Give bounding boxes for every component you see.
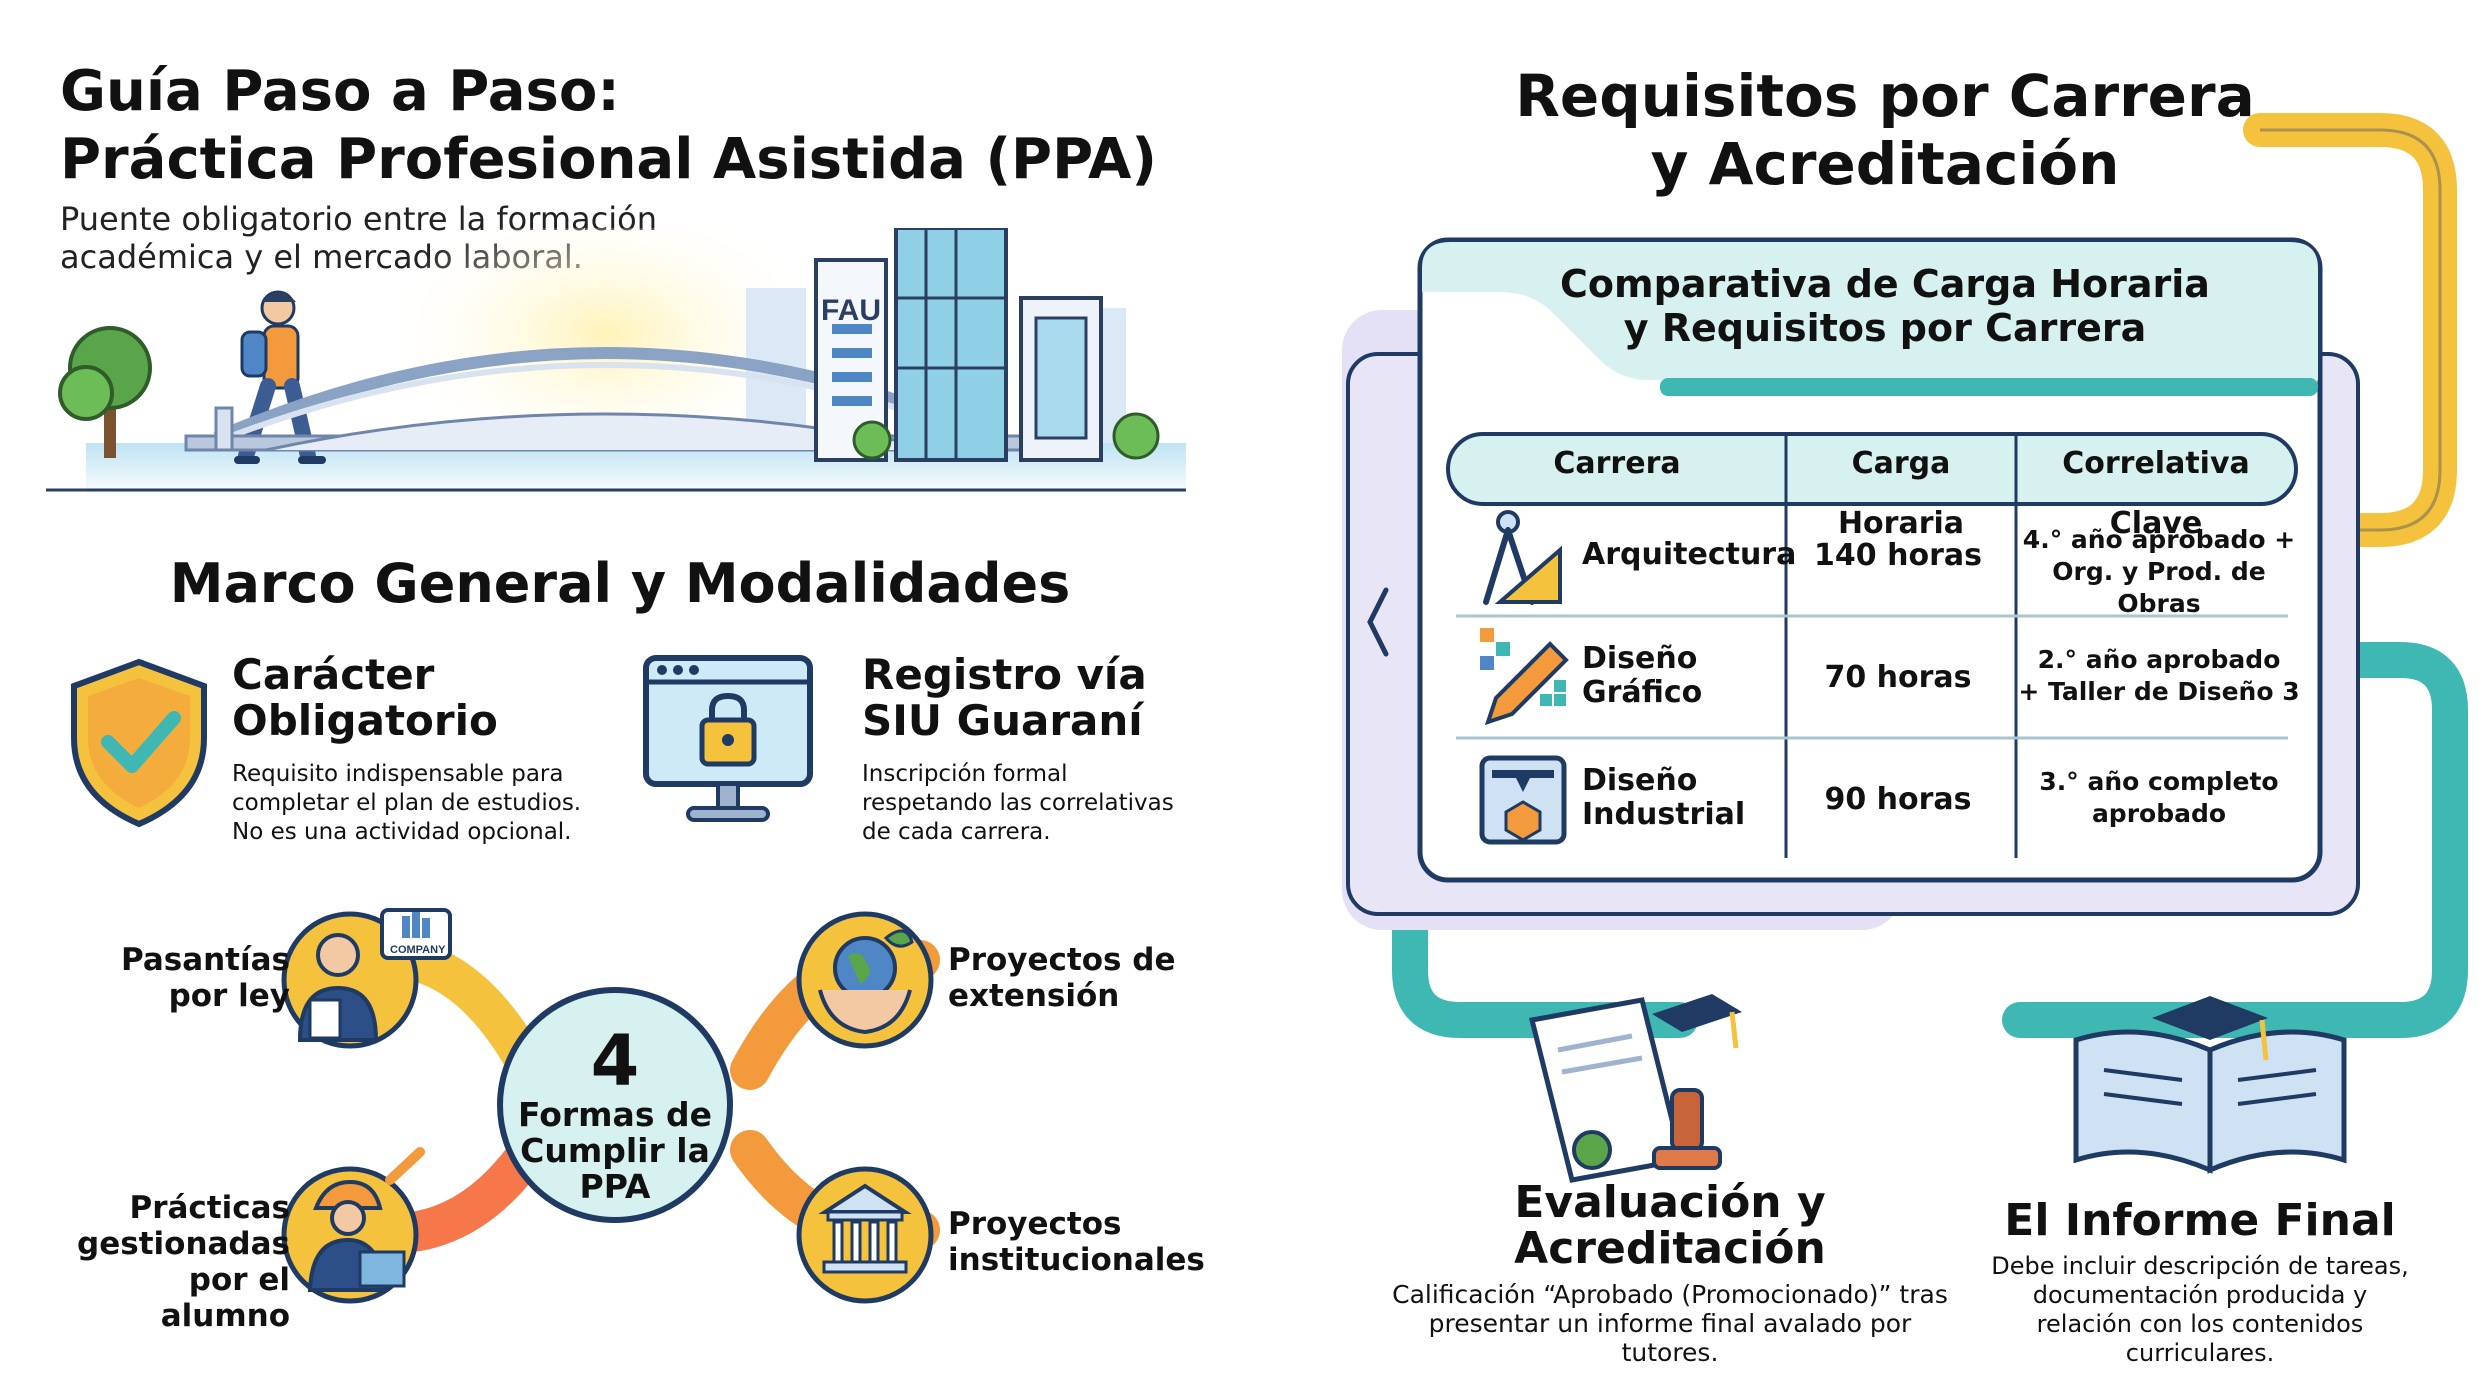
yellow-connector — [2243, 113, 2457, 547]
open-book-icon — [2073, 996, 2347, 1174]
feature-title-obligatorio: Carácter Obligatorio — [232, 650, 498, 745]
req-arquitectura-line2: Org. y Prod. de Obras — [2052, 557, 2266, 618]
pencil-pixels-icon — [1480, 628, 1569, 726]
hub-number: 4 — [590, 1020, 640, 1102]
card-header-stripe — [1660, 378, 2318, 396]
right-title-line1: Requisitos por Carrera — [1515, 62, 2255, 130]
career-name-grafico: Diseño Gráfico — [1582, 641, 1703, 710]
req-grafico: 2.° año aprobado + Taller de Diseño 3 — [2015, 644, 2303, 708]
card-title-line2: y Requisitos por Carrera — [1623, 306, 2147, 350]
req-industrial: 3.° año completo aprobado — [2015, 766, 2303, 830]
business-person-icon — [281, 908, 452, 1049]
engineer-icon — [281, 1147, 425, 1304]
column-header-carga: Carga Horaria — [1837, 446, 1965, 541]
modality-pasantias: Pasantías por ley — [120, 942, 290, 1014]
section-title: Marco General y Modalidades — [169, 552, 1071, 615]
card-title-line1: Comparativa de Carga Horaria — [1560, 262, 2210, 306]
card-title: Comparativa de Carga Horaria y Requisito… — [1440, 262, 2330, 350]
compass-ruler-icon — [1483, 510, 1562, 605]
requirements-flow-graphic — [1342, 113, 2468, 1183]
hours-industrial: 90 horas — [1824, 782, 1972, 817]
evaluation-desc: Calificación “Aprobado (Promocionado)” t… — [1392, 1280, 1948, 1367]
card-front — [1417, 237, 2323, 883]
req-grafico-line1: 2.° año aprobado — [2037, 645, 2281, 674]
tree-crown — [58, 365, 114, 421]
feature-title-registro: Registro vía SIU Guaraní — [862, 650, 1147, 745]
hours-arquitectura: 140 horas — [1814, 538, 1982, 573]
tree-crown — [1112, 412, 1160, 460]
company-badge: COMPANY — [390, 944, 446, 956]
hub-label: 4 Formas de Cumplir la PPA — [500, 1025, 730, 1205]
hub-circle — [497, 987, 733, 1223]
fau-building — [814, 228, 1103, 462]
hours-grafico: 70 horas — [1824, 660, 1972, 695]
3d-printer-icon — [1479, 755, 1567, 845]
certificate-stamp-icon — [1528, 994, 1742, 1183]
table-header — [1446, 432, 2298, 506]
career-name-industrial: Diseño Industrial — [1582, 763, 1746, 832]
column-header-correlativa: Correlativa Clave — [2062, 446, 2250, 541]
modality-extension: Proyectos de extensión — [948, 942, 1176, 1014]
main-title: Guía Paso a Paso: Práctica Profesional A… — [60, 58, 1157, 194]
column-header-carrera: Carrera — [1553, 446, 1681, 481]
left-chevron-icon — [1367, 587, 1389, 657]
req-industrial-line1: 3.° año completo — [2039, 767, 2279, 796]
modality-practicas: Prácticas gestionadas por el alumno — [77, 1190, 290, 1334]
feature-desc-obligatorio: Requisito indispensable para completar e… — [232, 761, 582, 845]
card-header — [1422, 242, 2318, 380]
shield-check-icon — [71, 658, 207, 828]
right-title-line2: y Acreditación — [1650, 130, 2120, 198]
req-grafico-line2: + Taller de Diseño 3 — [2018, 677, 2300, 706]
main-title-line1: Guía Paso a Paso: — [60, 59, 620, 124]
teal-connector-left — [1392, 862, 1698, 1038]
bridge-city-illustration: FAU — [46, 228, 1186, 498]
right-title: Requisitos por Carrera y Acreditación — [1440, 62, 2330, 198]
globe-hands-icon — [796, 911, 934, 1049]
feature-desc-registro: Inscripción formal respetando las correl… — [862, 761, 1174, 845]
req-industrial-line2: aprobado — [2091, 799, 2227, 828]
teal-connector — [2002, 642, 2468, 1038]
monitor-lock-icon — [643, 655, 813, 822]
evaluation-title: Evaluación y Acreditación — [1514, 1177, 1826, 1274]
req-arquitectura: 4.° año aprobado + Org. y Prod. de Obras — [2015, 524, 2303, 620]
hub-text: Formas de Cumplir la PPA — [518, 1095, 712, 1206]
career-name-arquitectura: Arquitectura — [1582, 537, 1797, 572]
modalities-mind-map: COMPANY — [281, 908, 940, 1304]
report-title: El Informe Final — [2004, 1195, 2396, 1246]
modality-institucionales: Proyectos institucionales — [948, 1206, 1205, 1278]
tree-crown — [852, 420, 892, 460]
main-title-line2: Práctica Profesional Asistida (PPA) — [60, 127, 1157, 192]
building-sign: FAU — [821, 294, 881, 327]
req-arquitectura-line1: 4.° año aprobado + — [2022, 525, 2296, 554]
institution-icon — [796, 1166, 934, 1304]
report-desc: Debe incluir descripción de tareas, docu… — [1991, 1252, 2409, 1367]
